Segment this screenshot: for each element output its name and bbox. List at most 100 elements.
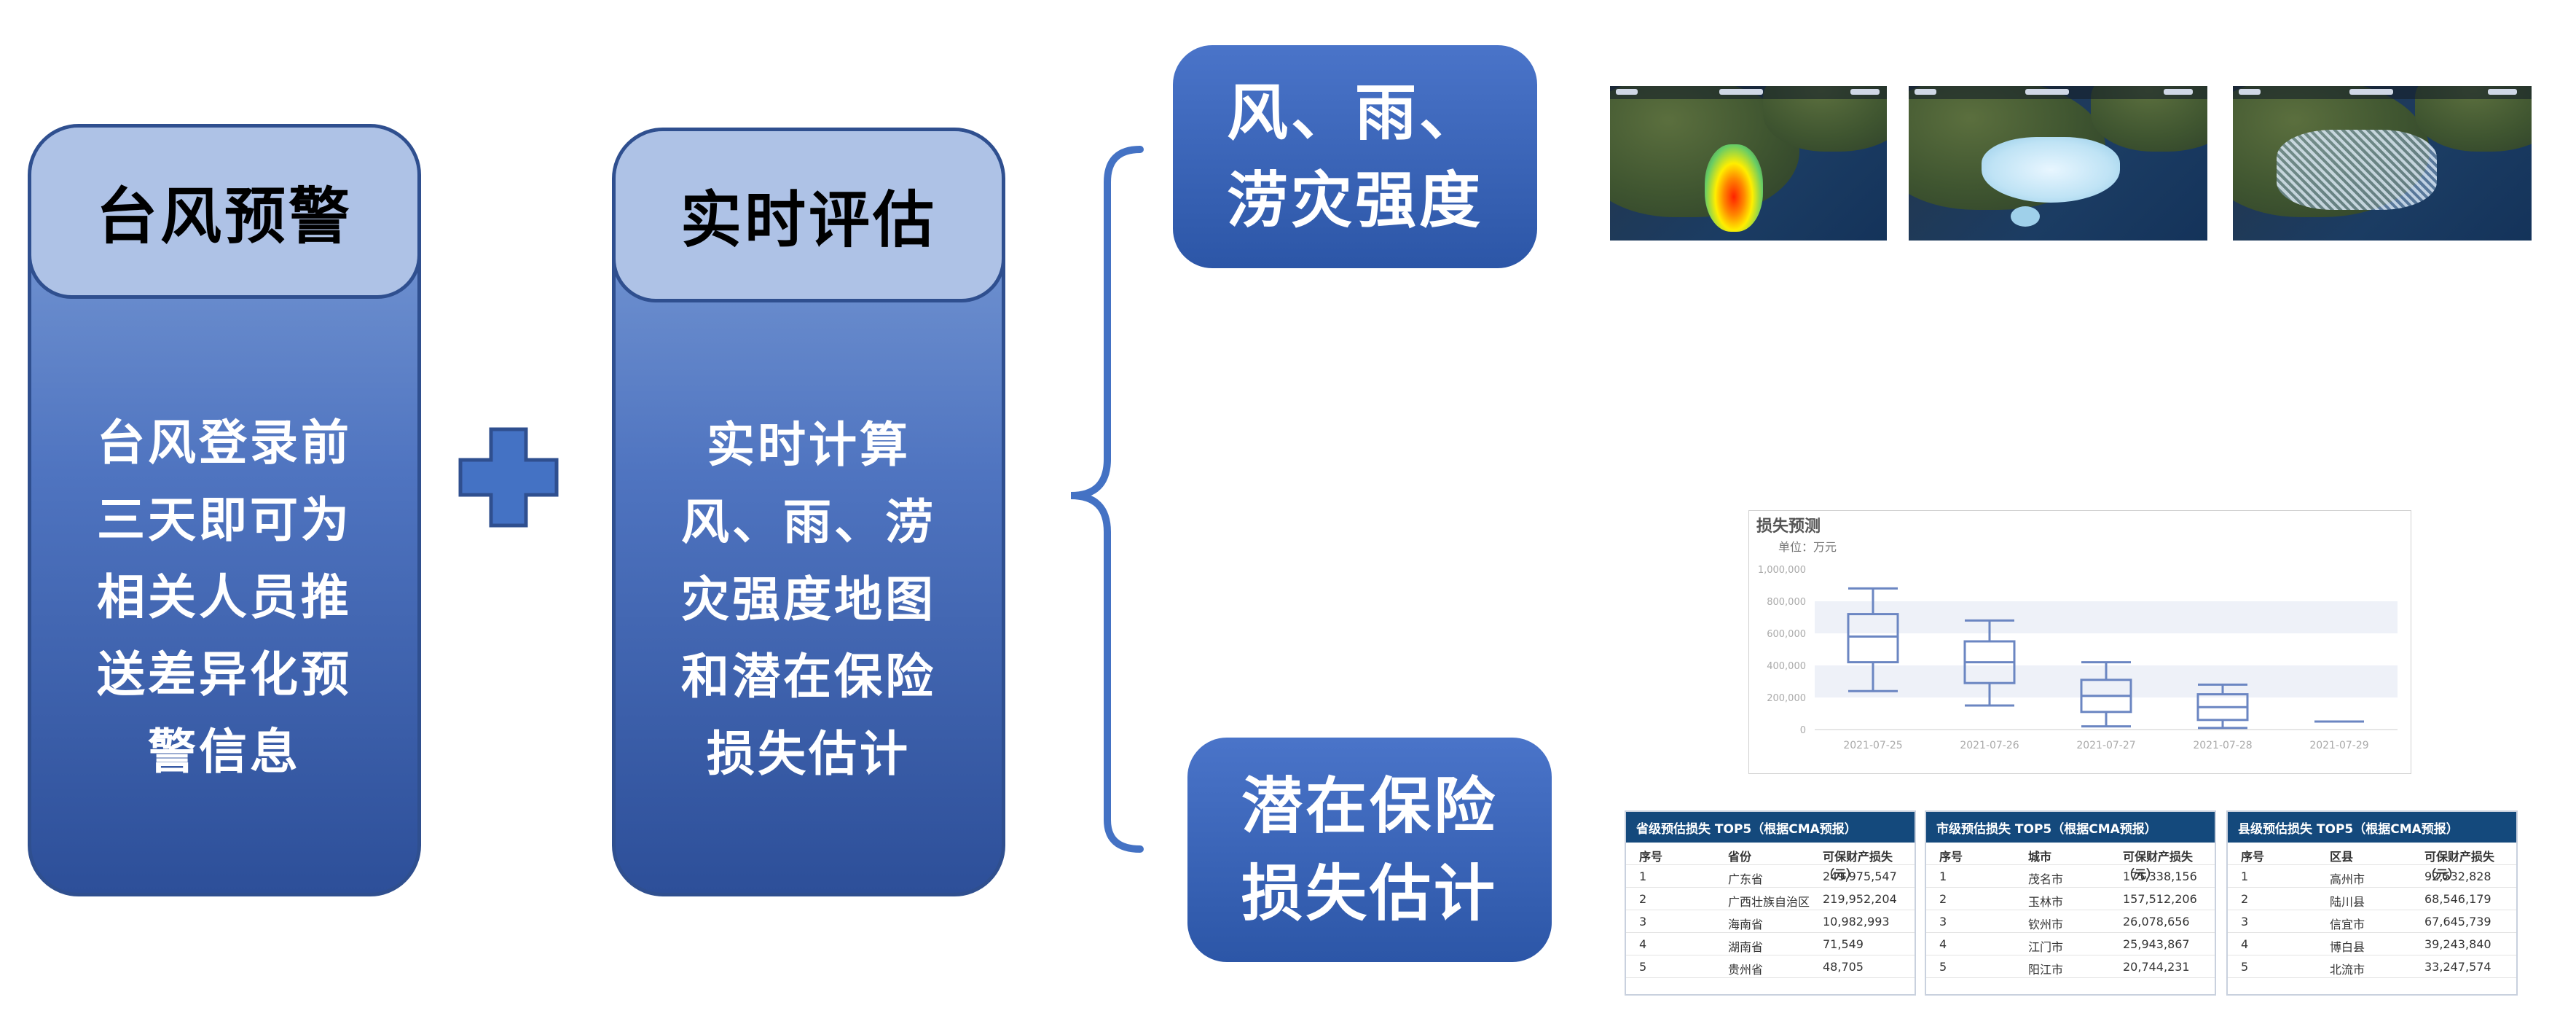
table-cell: 67,645,739 [2424, 915, 2491, 929]
plus-icon [458, 427, 559, 528]
table-cell: 4 [1639, 937, 1647, 951]
table-cell: 39,243,840 [2424, 937, 2491, 951]
table-cell: 北流市 [2330, 963, 2365, 977]
table-cell: 25,943,867 [2123, 937, 2190, 951]
flood-map [2233, 86, 2532, 241]
table-cell: 钦州市 [2028, 918, 2064, 931]
x-tick-label: 2021-07-26 [1960, 740, 2019, 751]
column-header: 可保财产损失（元） [2123, 850, 2194, 881]
brace-connector [1070, 146, 1144, 853]
table-cell: 5 [1639, 960, 1647, 974]
realtime-assessment-header: 实时评估 [616, 131, 1002, 302]
table-title: 县级预估损失 TOP5（根据CMA预报） [2228, 812, 2516, 843]
y-tick-label: 800,000 [1767, 597, 1806, 608]
rain-map [1909, 86, 2207, 241]
table-cell: 玉林市 [2028, 895, 2064, 909]
typhoon-warning-body: 台风登录前 三天即可为 相关人员推 送差异化预 警信息 [97, 415, 352, 780]
table-row: 3 信宜市 67,645,739 [2228, 910, 2516, 933]
table-cell: 92,532,828 [2424, 869, 2491, 883]
typhoon-warning-header: 台风预警 [31, 128, 417, 299]
table-cell: 71,549 [1823, 937, 1864, 951]
y-tick-label: 200,000 [1767, 693, 1806, 704]
column-header: 序号 [2241, 850, 2265, 864]
table-row: 1 广东省 249,975,547 [1626, 865, 1915, 888]
table-cell: 48,705 [1823, 960, 1864, 974]
table-cell: 1 [1639, 869, 1647, 883]
table-cell: 1 [2241, 869, 2249, 883]
y-tick-label: 0 [1800, 725, 1806, 736]
table-cell: 2 [1939, 892, 1947, 906]
table-header-row: 序号 区县 可保财产损失（元） [2228, 843, 2516, 881]
column-header: 序号 [1639, 850, 1663, 864]
y-tick-label: 400,000 [1767, 661, 1806, 672]
table-cell: 3 [1939, 915, 1947, 929]
column-header: 可保财产损失（元） [2424, 850, 2495, 881]
box-iqr [1847, 613, 1899, 664]
y-tick-label: 600,000 [1767, 629, 1806, 640]
table-cell: 5 [2241, 960, 2249, 974]
table-cell: 湖南省 [1728, 940, 1764, 954]
table-cell: 10,982,993 [1823, 915, 1890, 929]
box-2021-07-28 [2196, 683, 2249, 730]
x-tick-label: 2021-07-25 [1843, 740, 1902, 751]
x-tick-label: 2021-07-27 [2076, 740, 2135, 751]
table-cell: 4 [1939, 937, 1947, 951]
table-cell: 高州市 [2330, 872, 2365, 886]
intensity-label: 风、雨、 涝灾强度 [1173, 45, 1537, 268]
table-row: 5 阳江市 20,744,231 [1926, 955, 2215, 978]
table-cell: 26,078,656 [2123, 915, 2190, 929]
loss-table-1: 省级预估损失 TOP5（根据CMA预报） 序号 省份 可保财产损失（元） 1 广东省 249… [1625, 810, 1916, 996]
table-title: 省级预估损失 TOP5（根据CMA预报） [1626, 812, 1915, 843]
table-cell: 3 [2241, 915, 2249, 929]
table-row: 4 湖南省 71,549 [1626, 933, 1915, 955]
column-header: 省份 [1728, 850, 1752, 864]
typhoon-warning-card: 台风预警 台风登录前 三天即可为 相关人员推 送差异化预 警信息 [28, 124, 421, 896]
table-cell: 20,744,231 [2123, 960, 2190, 974]
loss-estimate-label: 潜在保险 损失估计 [1187, 738, 1552, 962]
table-cell: 阳江市 [2028, 963, 2064, 977]
table-cell: 249,975,547 [1823, 869, 1897, 883]
table-cell: 博白县 [2330, 940, 2365, 954]
table-row: 3 海南省 10,982,993 [1626, 910, 1915, 933]
table-cell: 海南省 [1728, 918, 1764, 931]
table-cell: 广东省 [1728, 872, 1764, 886]
table-cell: 33,247,574 [2424, 960, 2491, 974]
chart-subtitle: 单位：万元 [1778, 540, 1837, 554]
table-row: 5 北流市 33,247,574 [2228, 955, 2516, 978]
box-2021-07-27 [2080, 661, 2132, 728]
x-tick-label: 2021-07-28 [2193, 740, 2252, 751]
y-tick-label: 1,000,000 [1758, 565, 1806, 576]
table-cell: 3 [1639, 915, 1647, 929]
grid-band [1815, 601, 2398, 633]
table-cell: 2 [1639, 892, 1647, 906]
table-header-row: 序号 省份 可保财产损失（元） [1626, 843, 1915, 881]
table-cell: 68,546,179 [2424, 892, 2491, 906]
table-cell: 江门市 [2028, 940, 2064, 954]
box-2021-07-26 [1963, 619, 2016, 707]
table-header-row: 序号城市可保财产损失（元） [1926, 843, 2215, 881]
table-cell: 157,512,206 [2123, 892, 2197, 906]
table-cell: 信宜市 [2330, 918, 2365, 931]
wind-map [1610, 86, 1887, 241]
column-header: 可保财产损失（元） [1823, 850, 1893, 881]
realtime-assessment-body: 实时计算 风、雨、涝 灾强度地图 和潜在保险 损失估计 [681, 416, 936, 782]
table-row: 2 玉林市 157,512,206 [1926, 888, 2215, 910]
column-header: 区县 [2330, 850, 2354, 864]
loss-table-3: 县级预估损失 TOP5（根据CMA预报） 序号 区县 可保财产损失（元） 1 高州市 92,… [2226, 810, 2518, 996]
table-row: 3 钦州市 26,078,656 [1926, 910, 2215, 933]
realtime-assessment-card: 实时评估 实时计算 风、雨、涝 灾强度地图 和潜在保险 损失估计 [612, 128, 1005, 896]
table-cell: 5 [1939, 960, 1947, 974]
box-plot: 损失预测 单位：万元 1,000,000800,000600,000400,00… [1756, 517, 2398, 751]
table-row: 4 江门市 25,943,867 [1926, 933, 2215, 955]
table-title: 市级预估损失 TOP5（根据CMA预报） [1926, 812, 2215, 843]
table-cell: 219,952,204 [1823, 892, 1897, 906]
box-2021-07-25 [1847, 587, 1899, 692]
column-header: 城市 [2028, 850, 2052, 864]
table-cell: 175,338,156 [2123, 869, 2197, 883]
